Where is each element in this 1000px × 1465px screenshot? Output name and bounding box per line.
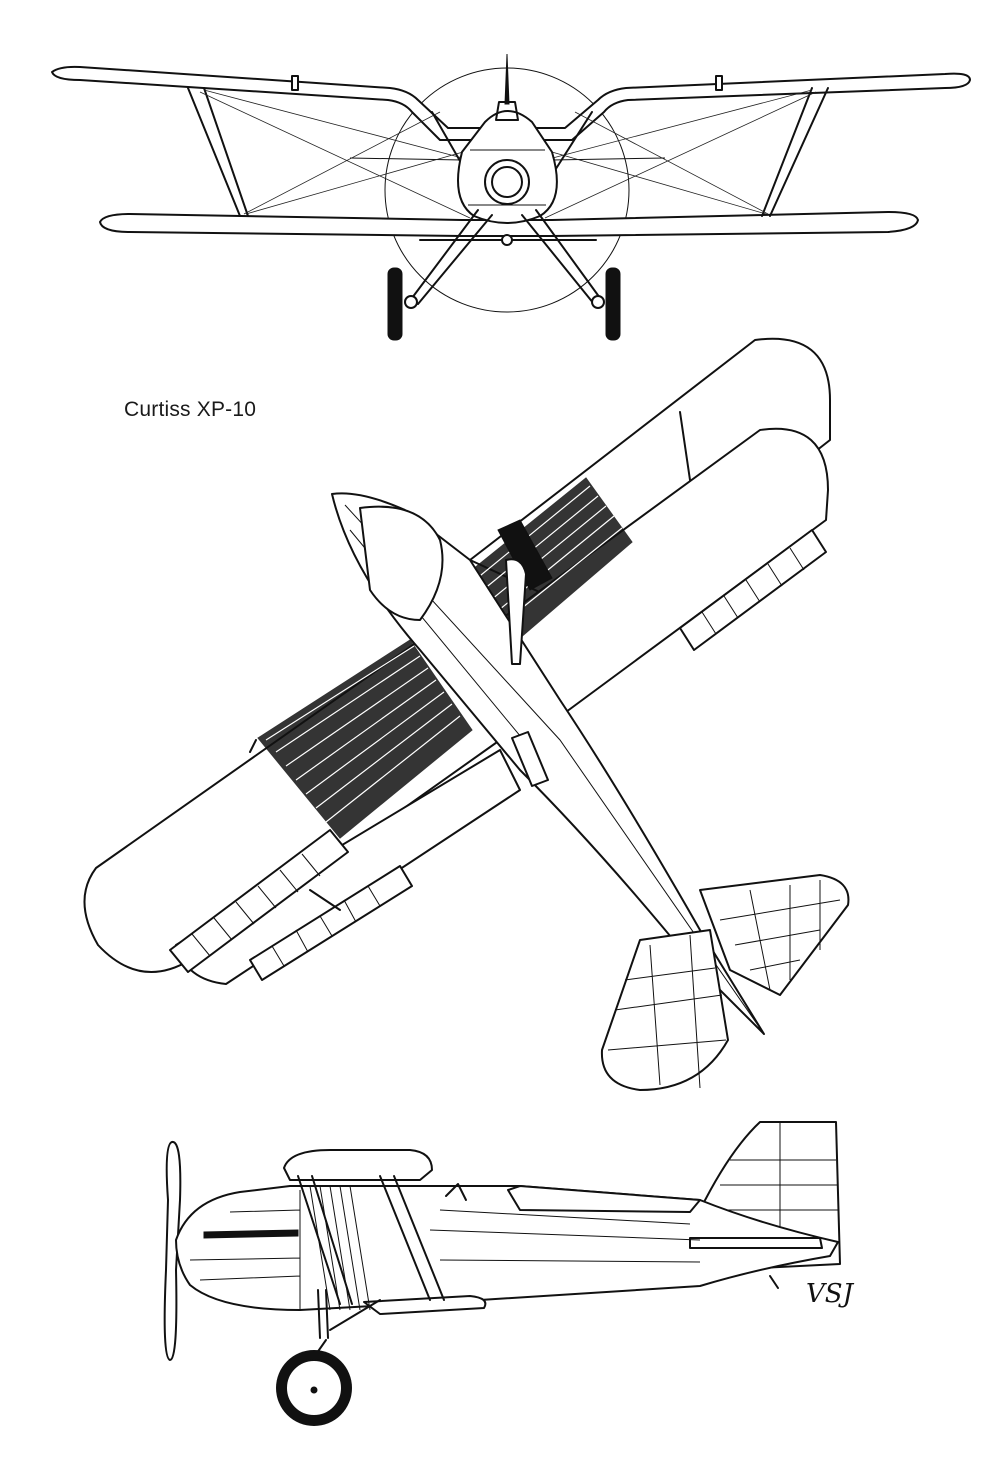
- plan-view: [83, 337, 850, 1091]
- interplane-struts-side: [297, 1175, 445, 1305]
- propeller-blade-up: [504, 53, 510, 105]
- propeller-side: [163, 1141, 182, 1361]
- aircraft-caption: Curtiss XP-10: [124, 398, 257, 421]
- tailskid-side: [769, 1275, 779, 1289]
- lower-wing-side: [363, 1295, 487, 1315]
- wheel-left: [387, 267, 403, 341]
- aileron-left: [169, 829, 349, 973]
- artist-signature: VSJ: [806, 1279, 855, 1309]
- aileron-left-lower: [249, 865, 413, 981]
- rudder-lines: [705, 1122, 838, 1265]
- axle-right: [591, 295, 605, 309]
- axle-left: [404, 295, 418, 309]
- strut-left: [187, 87, 249, 217]
- windscreen-side: [445, 1183, 467, 1201]
- cowl-panel-lines: [189, 1190, 301, 1310]
- tailplane-right: [551, 157, 666, 161]
- headrest: [495, 101, 519, 121]
- lower-wing-front: [99, 211, 919, 237]
- engine-cowl-plan: [359, 505, 444, 621]
- spinner: [491, 166, 523, 198]
- turtledeck-side: [507, 1185, 701, 1213]
- corrugated-panel-left: [257, 639, 473, 839]
- upper-wing-front: [51, 65, 971, 141]
- bracing-wires-right: [544, 89, 817, 219]
- plan-struts: [249, 411, 691, 911]
- front-view: [51, 53, 971, 341]
- landing-gear-side: [311, 1289, 381, 1361]
- tailplane-left: [349, 157, 463, 161]
- tailplane-left-plan: [600, 929, 729, 1091]
- wheel-right: [605, 267, 621, 341]
- landing-gear-legs: [411, 209, 601, 305]
- aileron-right: [679, 529, 827, 651]
- upper-wing-side: [283, 1149, 433, 1181]
- side-view: [163, 1121, 841, 1426]
- tailwheel-front: [501, 234, 513, 246]
- fuselage-stringers: [429, 1209, 701, 1263]
- wheel-axle-side: [310, 1386, 318, 1394]
- upper-wing-fitting-right: [715, 75, 723, 91]
- exhaust-stubs: [203, 1229, 299, 1239]
- propeller-blade-plan: [505, 558, 527, 665]
- tailplane-right-plan: [699, 874, 850, 996]
- cockpit-plan: [511, 731, 549, 787]
- radiator-fins-side: [309, 1185, 371, 1311]
- bracing-wires-left: [199, 89, 471, 219]
- cowl-lines: [468, 149, 546, 206]
- fuselage-side: [175, 1185, 839, 1311]
- upper-wing-fitting-left: [291, 75, 299, 91]
- strut-right: [761, 87, 829, 217]
- tailplane-side: [689, 1237, 823, 1249]
